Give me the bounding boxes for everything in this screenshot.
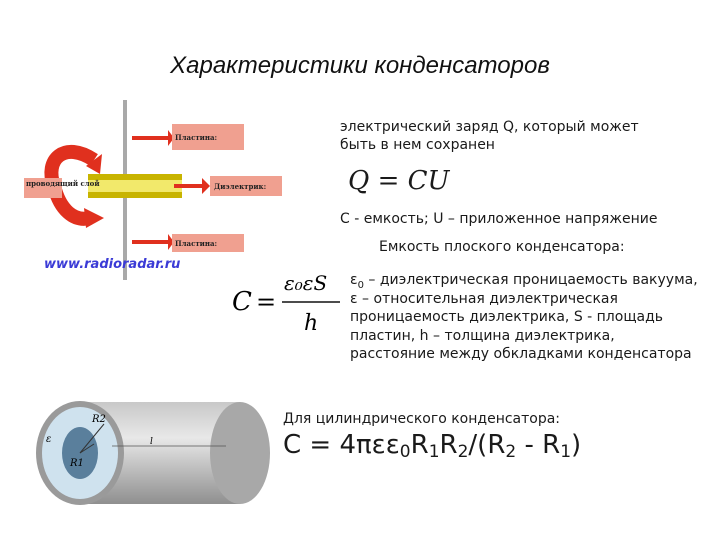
label-eps: ε [46, 434, 51, 445]
arrow-dielectric [174, 178, 210, 194]
label-length: l [150, 437, 153, 447]
cylinder-caption: Для цилиндрического конденсатора: [283, 411, 561, 427]
capacitor-diagram: Пластина: Диэлектрик: Пластина: проводящ… [24, 100, 282, 280]
formula-q-cu: Q = CU [348, 166, 450, 196]
cylinder-formula: C = 4πεε0R1R2/(R2 - R1) [283, 430, 582, 462]
label-dielectric: Диэлектрик: [214, 182, 266, 191]
top-plate [88, 174, 182, 180]
charge-description: электрический заряд Q, который может быт… [340, 119, 639, 153]
label-r1: R1 [69, 458, 84, 469]
formula-plate-capacitance: C = ε₀εS h [232, 271, 340, 336]
capacity-description: C - емкость; U – приложенное напряжение [340, 211, 658, 227]
bottom-plate [88, 192, 182, 198]
cylinder-illustration: ε R1 R2 l [36, 401, 270, 505]
label-plate-top: Пластина: [175, 133, 217, 142]
dielectric-layer [88, 180, 182, 192]
arrow-plate-bottom [132, 234, 174, 250]
formula-numerator: ε₀εS [284, 271, 327, 295]
label-plate-bottom: Пластина: [175, 239, 217, 248]
svg-text:=: = [256, 288, 276, 316]
slide-title: Характеристики конденсаторов [170, 52, 550, 79]
label-r2: R2 [91, 414, 106, 425]
formula-denominator: h [304, 311, 318, 336]
arrow-plate-top [132, 130, 174, 146]
variables-description: ε0 – диэлектрическая проницаемость вакуу… [350, 272, 698, 362]
label-conductive-layer: проводящий слой [26, 179, 100, 188]
formula-symbol: C [232, 287, 252, 317]
watermark: www.radioradar.ru [44, 257, 180, 272]
plate-capacitor-caption: Емкость плоского конденсатора: [379, 239, 625, 255]
